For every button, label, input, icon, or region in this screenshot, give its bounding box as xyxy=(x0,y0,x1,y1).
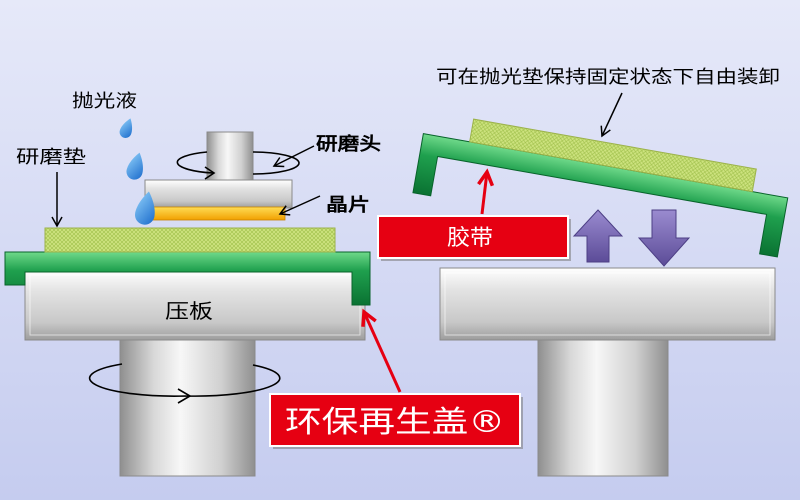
platen-rotation-arrow xyxy=(88,363,281,397)
head-upper-cylinder xyxy=(206,131,254,183)
left-spindle-shaft xyxy=(119,335,256,477)
right-polisher: 可在抛光垫保持固定状态下自由装卸 xyxy=(412,67,789,477)
left-polisher: 压板 抛光液 研磨垫 研磨头 晶片 xyxy=(4,91,381,477)
right-platen-bevel xyxy=(444,272,771,336)
slurry-droplet-3 xyxy=(135,191,155,225)
polishing-head-label: 研磨头 xyxy=(316,133,381,155)
eco-cover-callout-box xyxy=(269,393,521,447)
tilted-cover-assembly xyxy=(412,118,789,258)
polishing-head-pointer-arrow xyxy=(272,145,315,168)
head-rotation-arrowhead xyxy=(204,166,216,180)
left-polishing-pad xyxy=(44,227,336,253)
eco-cover-label: 环保再生盖® xyxy=(285,405,505,440)
slurry-droplet-2 xyxy=(126,152,143,180)
wafer-pointer-arrow xyxy=(278,195,321,216)
left-green-plate xyxy=(4,251,371,306)
platen-label: 压板 xyxy=(165,299,213,323)
lift-up-arrow xyxy=(572,209,624,263)
polishing-liquid-label: 抛光液 xyxy=(72,91,137,112)
tilted-green-cover xyxy=(412,133,789,258)
polishing-pad-label: 研磨垫 xyxy=(16,147,86,168)
platen-rotation-arrowhead xyxy=(177,388,192,404)
head-rotation-arrow-right xyxy=(252,151,300,175)
lower-down-arrow xyxy=(637,209,691,267)
wafer-label: 晶片 xyxy=(326,194,370,216)
detachable-note-pointer-arrow xyxy=(600,92,623,138)
tape-label: 胶带 xyxy=(447,226,493,251)
head-rotation-arrow-left xyxy=(176,151,214,174)
right-spindle-shaft xyxy=(537,335,669,477)
detachable-note: 可在抛光垫保持固定状态下自由装卸 xyxy=(436,67,780,88)
tape-callout: 胶带 xyxy=(377,168,571,261)
tilted-polishing-pad xyxy=(469,118,757,193)
slurry-droplet-1 xyxy=(119,118,133,138)
eco-cover-pointer-arrow xyxy=(361,308,402,393)
tape-callout-box xyxy=(377,215,569,259)
wafer xyxy=(149,206,286,221)
tape-pointer-arrow xyxy=(477,168,495,215)
head-carrier-disk xyxy=(144,179,293,209)
right-platen xyxy=(439,267,776,341)
eco-cover-callout: 环保再生盖® xyxy=(269,308,523,449)
